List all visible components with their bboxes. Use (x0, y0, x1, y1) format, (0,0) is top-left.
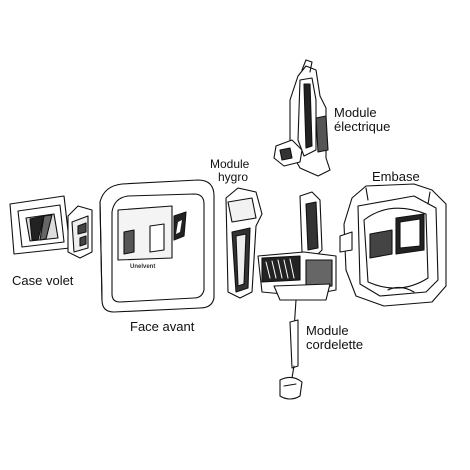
module-cordelette-part (257, 191, 337, 400)
module-electrique-label: Module électrique (334, 106, 390, 134)
module-hygro-label-line2: hygro (218, 170, 249, 184)
module-cordelette-label-line1: Module (306, 323, 349, 338)
face-avant-label: Face avant (130, 320, 194, 334)
face-avant-brand-logo: Unelvent (130, 264, 155, 271)
embase-label: Embase (372, 170, 420, 184)
module-cordelette-label: Module cordelette (306, 324, 363, 352)
face-avant-label-text: Face avant (130, 319, 195, 334)
module-electrique-label-line1: Module (334, 105, 377, 120)
module-hygro-label-line1: Module (210, 157, 250, 171)
module-electrique-part (273, 59, 331, 177)
embase-part (339, 183, 447, 307)
face-avant-bracket (67, 205, 93, 259)
module-electrique-label-line2: électrique (334, 119, 391, 134)
module-hygro-label: Module hygro (210, 158, 249, 184)
case-volet-label-text: Case volet (12, 273, 74, 288)
embase-label-text: Embase (372, 169, 420, 184)
brand-logo-text: Unelvent (130, 264, 156, 270)
case-volet-label: Case volet (12, 274, 73, 288)
case-volet-part (9, 195, 71, 255)
face-avant-part (99, 179, 215, 313)
module-hygro-part (225, 187, 263, 299)
module-cordelette-label-line2: cordelette (306, 337, 364, 352)
